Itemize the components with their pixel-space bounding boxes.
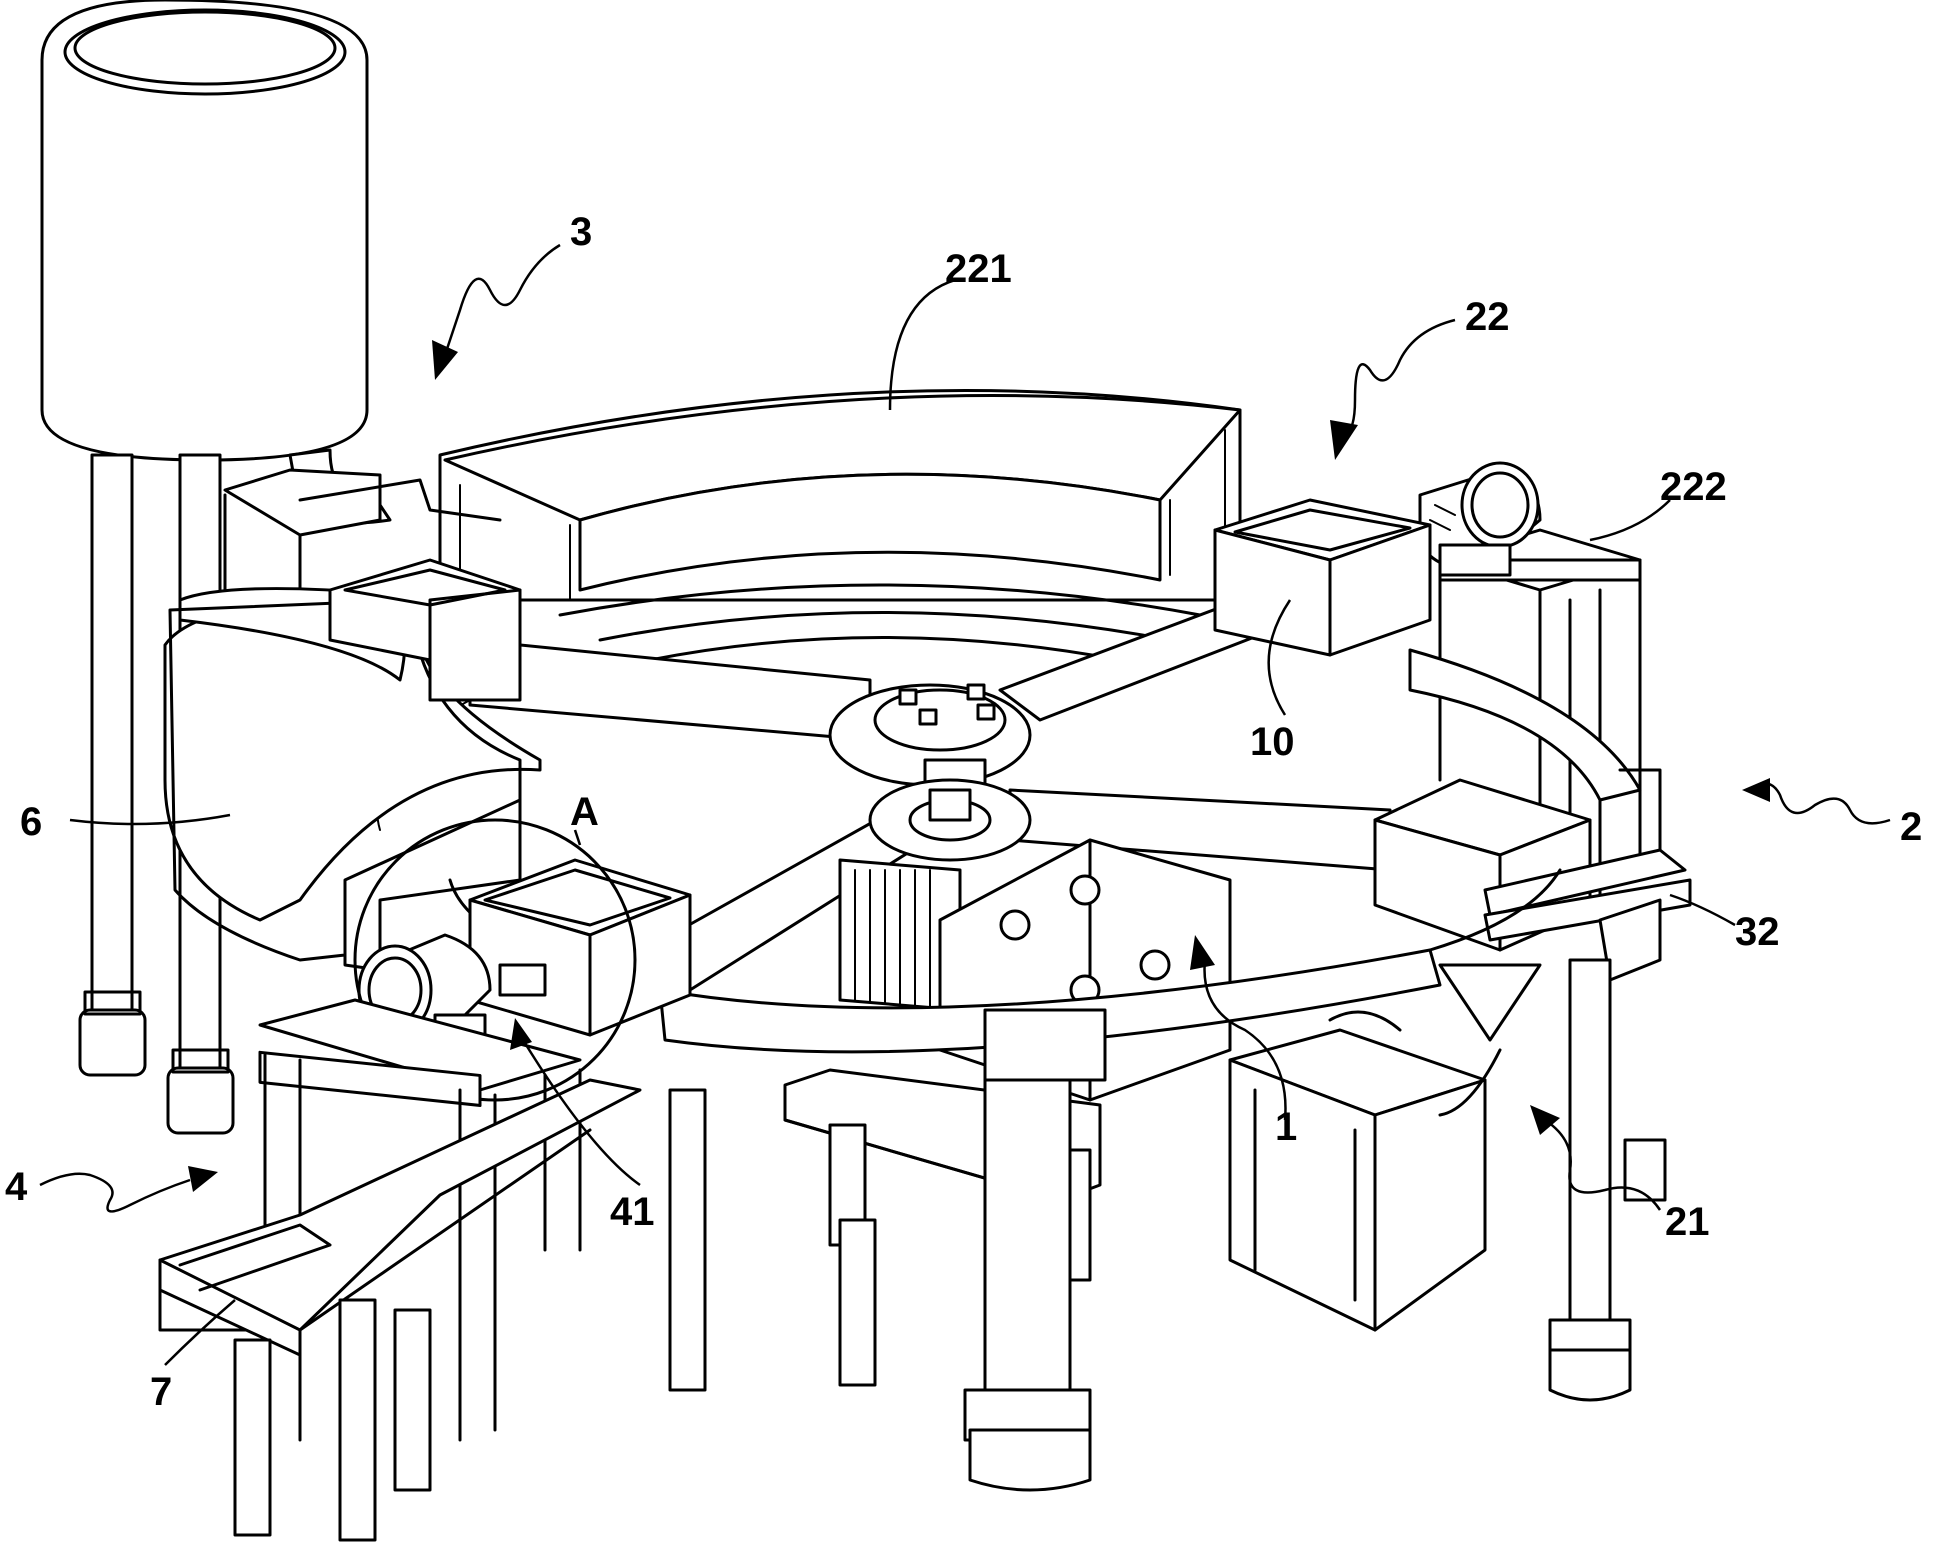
label-32: 32	[1735, 910, 1780, 954]
conveyor-trough-7	[160, 1080, 705, 1540]
material-box-front-left	[470, 860, 690, 1035]
curved-hood-221	[440, 390, 1240, 600]
right-support-legs	[1550, 960, 1665, 1400]
label-4: 4	[5, 1165, 28, 1209]
front-left-post	[840, 1220, 875, 1385]
label-1: 1	[1275, 1105, 1297, 1149]
front-center-table	[785, 1010, 1105, 1490]
label-10: 10	[1250, 720, 1295, 764]
label-7: 7	[150, 1370, 172, 1414]
label-21: 21	[1665, 1200, 1710, 1244]
label-222: 222	[1660, 465, 1727, 509]
storage-tank	[42, 0, 390, 523]
label-221: 221	[945, 247, 1012, 291]
label-41: 41	[610, 1190, 655, 1234]
label-22: 22	[1465, 295, 1510, 339]
label-a: A	[570, 790, 599, 834]
material-box-10	[1215, 500, 1430, 655]
label-6: 6	[20, 800, 42, 844]
label-3: 3	[570, 210, 592, 254]
label-2: 2	[1900, 805, 1922, 849]
